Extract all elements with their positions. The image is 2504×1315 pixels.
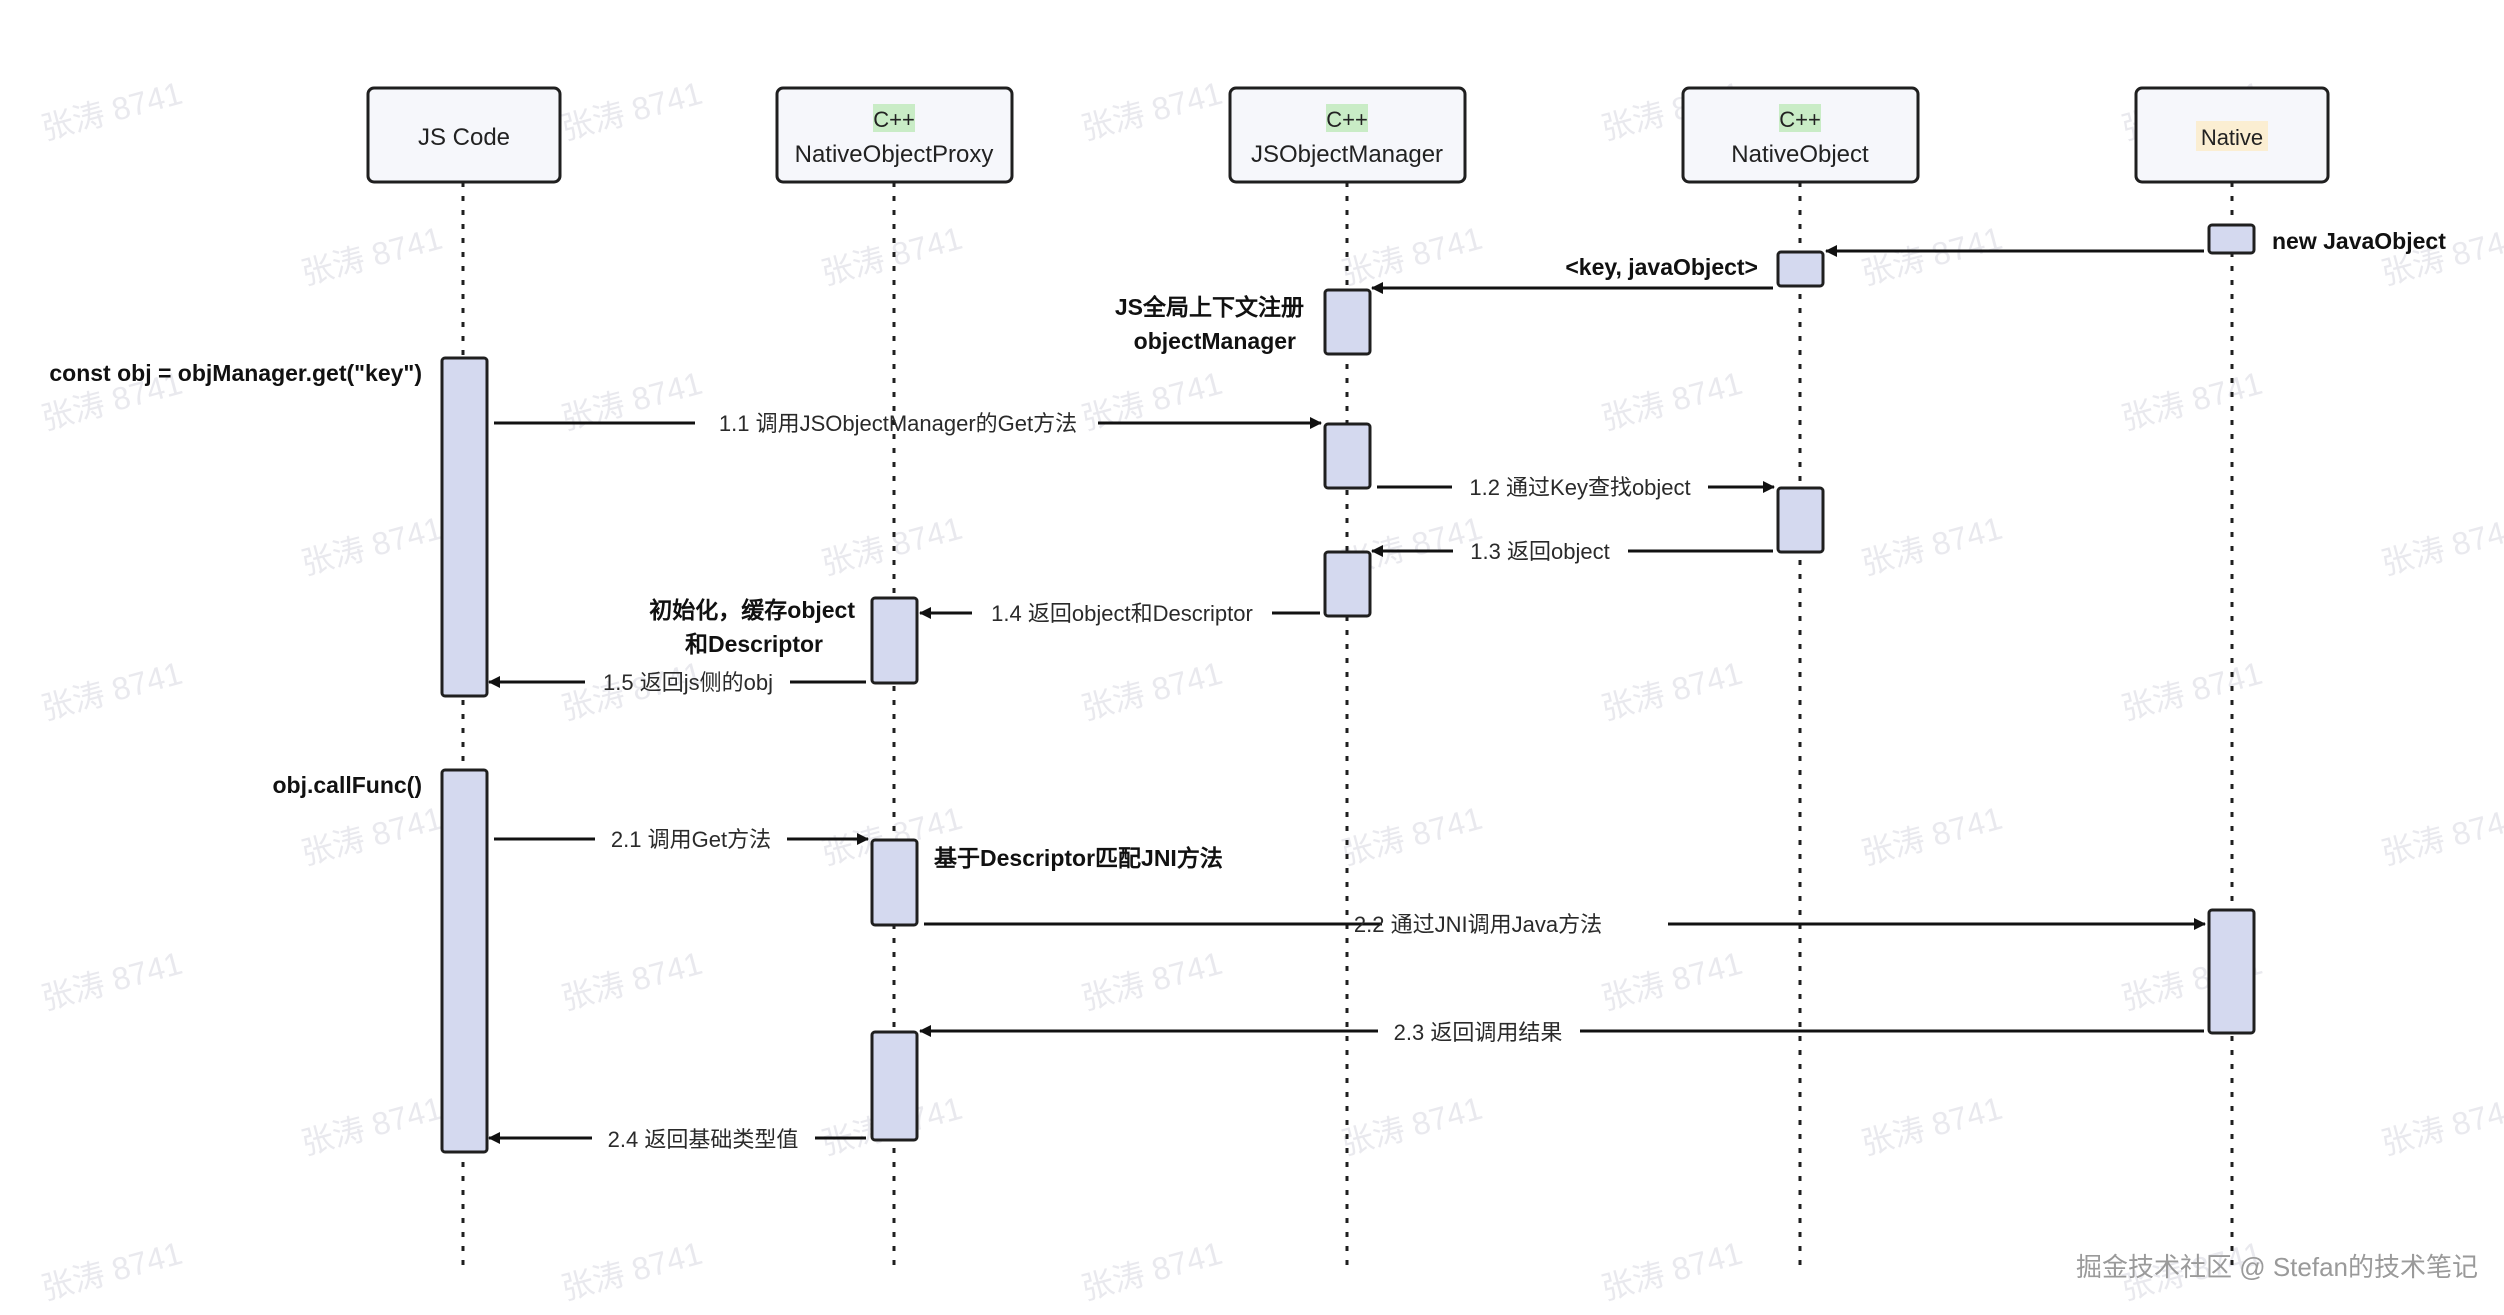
lane-tag-proxy: C++ (873, 107, 915, 132)
note-match-jni: 基于Descriptor匹配JNI方法 (934, 845, 1223, 871)
cpp-tag-bg-native-object (1779, 104, 1821, 132)
watermark-text: 张涛 8741 (1337, 1090, 1486, 1162)
lane-js: JS Code (366, 86, 562, 184)
watermark-text: 张涛 8741 (1857, 800, 2006, 872)
activation-native-object-2 (1776, 486, 1825, 554)
watermark-text: 张涛 8741 (1337, 800, 1486, 872)
message-label-key-java-object: <key, javaObject> (1565, 254, 1758, 280)
lane-title-manager: JSObjectManager (1251, 141, 1443, 168)
note-new-java-object: new JavaObject (2272, 228, 2446, 254)
watermark-text: 张涛 8741 (2377, 510, 2504, 582)
lane-manager: C++ JSObjectManager (1228, 86, 1467, 184)
notes: new JavaObject JS全局上下文注册 objectManager c… (49, 228, 2446, 871)
native-tag-bg (2196, 121, 2268, 151)
watermark-text: 张涛 8741 (1077, 1235, 1226, 1307)
message-label-1-3: 1.3 返回object (1470, 539, 1609, 564)
cpp-tag-bg-manager (1326, 104, 1368, 132)
activation-manager-2 (1323, 422, 1372, 490)
message-label-2-2: 2.2 通过JNI调用Java方法 (1354, 912, 1602, 937)
watermark-text: 张涛 8741 (37, 655, 186, 727)
watermark-text: 张涛 8741 (1337, 220, 1486, 292)
watermark-text: 张涛 8741 (817, 220, 966, 292)
lane-title-native-object: NativeObject (1731, 141, 1869, 168)
watermark-text: 张涛 8741 (1597, 655, 1746, 727)
activation-proxy-2 (870, 838, 919, 927)
note-register-line2: objectManager (1134, 328, 1296, 354)
watermark-text: 张涛 8741 (557, 1235, 706, 1307)
watermark-text: 张涛 8741 (557, 945, 706, 1017)
watermark-text: 张涛 8741 (37, 75, 186, 147)
lane-native-object: C++ NativeObject (1681, 86, 1920, 184)
watermark-text: 张涛 8741 (557, 75, 706, 147)
message-2-1: 2.1 调用Get方法 (494, 827, 869, 852)
watermark-text: 张涛 8741 (2117, 365, 2266, 437)
watermark-text: 张涛 8741 (2377, 800, 2504, 872)
watermark-text: 张涛 8741 (37, 1235, 186, 1307)
message-label-2-4: 2.4 返回基础类型值 (608, 1127, 799, 1152)
lane-title-js: JS Code (418, 124, 510, 151)
watermark-text: 张涛 8741 (297, 1090, 446, 1162)
activation-manager-1 (1323, 288, 1372, 356)
activations (440, 223, 2256, 1154)
activation-proxy-3 (870, 1030, 919, 1142)
message-1-4: 1.4 返回object和Descriptor (919, 601, 1320, 626)
note-register-line1: JS全局上下文注册 (1115, 294, 1304, 320)
watermark-layer: 张涛 8741 张涛 8741 张涛 8741 张涛 8741 张涛 8741 张涛 87… (37, 75, 2504, 1307)
activation-js-1 (440, 356, 489, 698)
lane-proxy: C++ NativeObjectProxy (775, 86, 1014, 184)
lane-tag-native: Native (2201, 125, 2263, 150)
watermark-text: 张涛 8741 (1077, 655, 1226, 727)
note-call-func: obj.callFunc() (273, 772, 423, 798)
lane-tag-native-object: C++ (1779, 107, 1821, 132)
message-label-1-5: 1.5 返回js侧的obj (603, 670, 773, 695)
message-1-2: 1.2 通过Key查找object (1377, 475, 1775, 500)
activation-native-1 (2207, 223, 2256, 255)
watermark-text: 张涛 8741 (817, 510, 966, 582)
activation-js-2 (440, 768, 489, 1154)
footer-credit: 掘金技术社区 @ Stefan的技术笔记 (2076, 1252, 2478, 1282)
message-label-1-1: 1.1 调用JSObjectManager的Get方法 (719, 411, 1077, 436)
message-2-2: 2.2 通过JNI调用Java方法 (924, 912, 2206, 937)
watermark-text: 张涛 8741 (1857, 510, 2006, 582)
activation-proxy-1 (870, 596, 919, 685)
watermark-text: 张涛 8741 (297, 800, 446, 872)
note-init-line2: 和Descriptor (685, 631, 823, 657)
watermark-text: 张涛 8741 (1857, 1090, 2006, 1162)
activation-native-2 (2207, 908, 2256, 1035)
watermark-text: 张涛 8741 (1077, 945, 1226, 1017)
watermark-text: 张涛 8741 (2117, 655, 2266, 727)
lane-title-proxy: NativeObjectProxy (795, 141, 994, 168)
message-label-2-1: 2.1 调用Get方法 (611, 827, 771, 852)
activation-manager-3 (1323, 550, 1372, 618)
watermark-text: 张涛 8741 (297, 220, 446, 292)
watermark-text: 张涛 8741 (297, 510, 446, 582)
messages: <key, javaObject> 1.1 调用JSObjectManager的… (488, 245, 2206, 1152)
watermark-text: 张涛 8741 (1597, 365, 1746, 437)
note-const-obj: const obj = objManager.get("key") (49, 360, 422, 386)
note-init-line1: 初始化，缓存object (649, 597, 855, 623)
message-2-4: 2.4 返回基础类型值 (488, 1127, 866, 1152)
watermark-text: 张涛 8741 (1597, 1235, 1746, 1307)
lane-tag-manager: C++ (1326, 107, 1368, 132)
lane-native: Native (2134, 86, 2330, 184)
watermark-text: 张涛 8741 (1597, 945, 1746, 1017)
message-1-3: 1.3 返回object (1371, 539, 1773, 564)
watermark-text: 张涛 8741 (2377, 1090, 2504, 1162)
watermark-text: 张涛 8741 (37, 945, 186, 1017)
activation-native-object-1 (1776, 250, 1825, 288)
message-key-java-object: <key, javaObject> (1371, 254, 1773, 294)
cpp-tag-bg-proxy (873, 104, 915, 132)
message-1-5: 1.5 返回js侧的obj (488, 670, 866, 695)
message-label-2-3: 2.3 返回调用结果 (1394, 1020, 1563, 1045)
watermark-text: 张涛 8741 (1077, 75, 1226, 147)
message-1-1: 1.1 调用JSObjectManager的Get方法 (494, 411, 1322, 436)
watermark-text: 张涛 8741 (1077, 365, 1226, 437)
message-2-3: 2.3 返回调用结果 (919, 1020, 2204, 1045)
message-label-1-4: 1.4 返回object和Descriptor (991, 601, 1253, 626)
message-label-1-2: 1.2 通过Key查找object (1469, 475, 1690, 500)
watermark-text: 张涛 8741 (1857, 220, 2006, 292)
watermark-text: 张涛 8741 (557, 365, 706, 437)
lane-headers: JS Code C++ NativeObjectProxy C++ JSObje… (366, 86, 2330, 184)
